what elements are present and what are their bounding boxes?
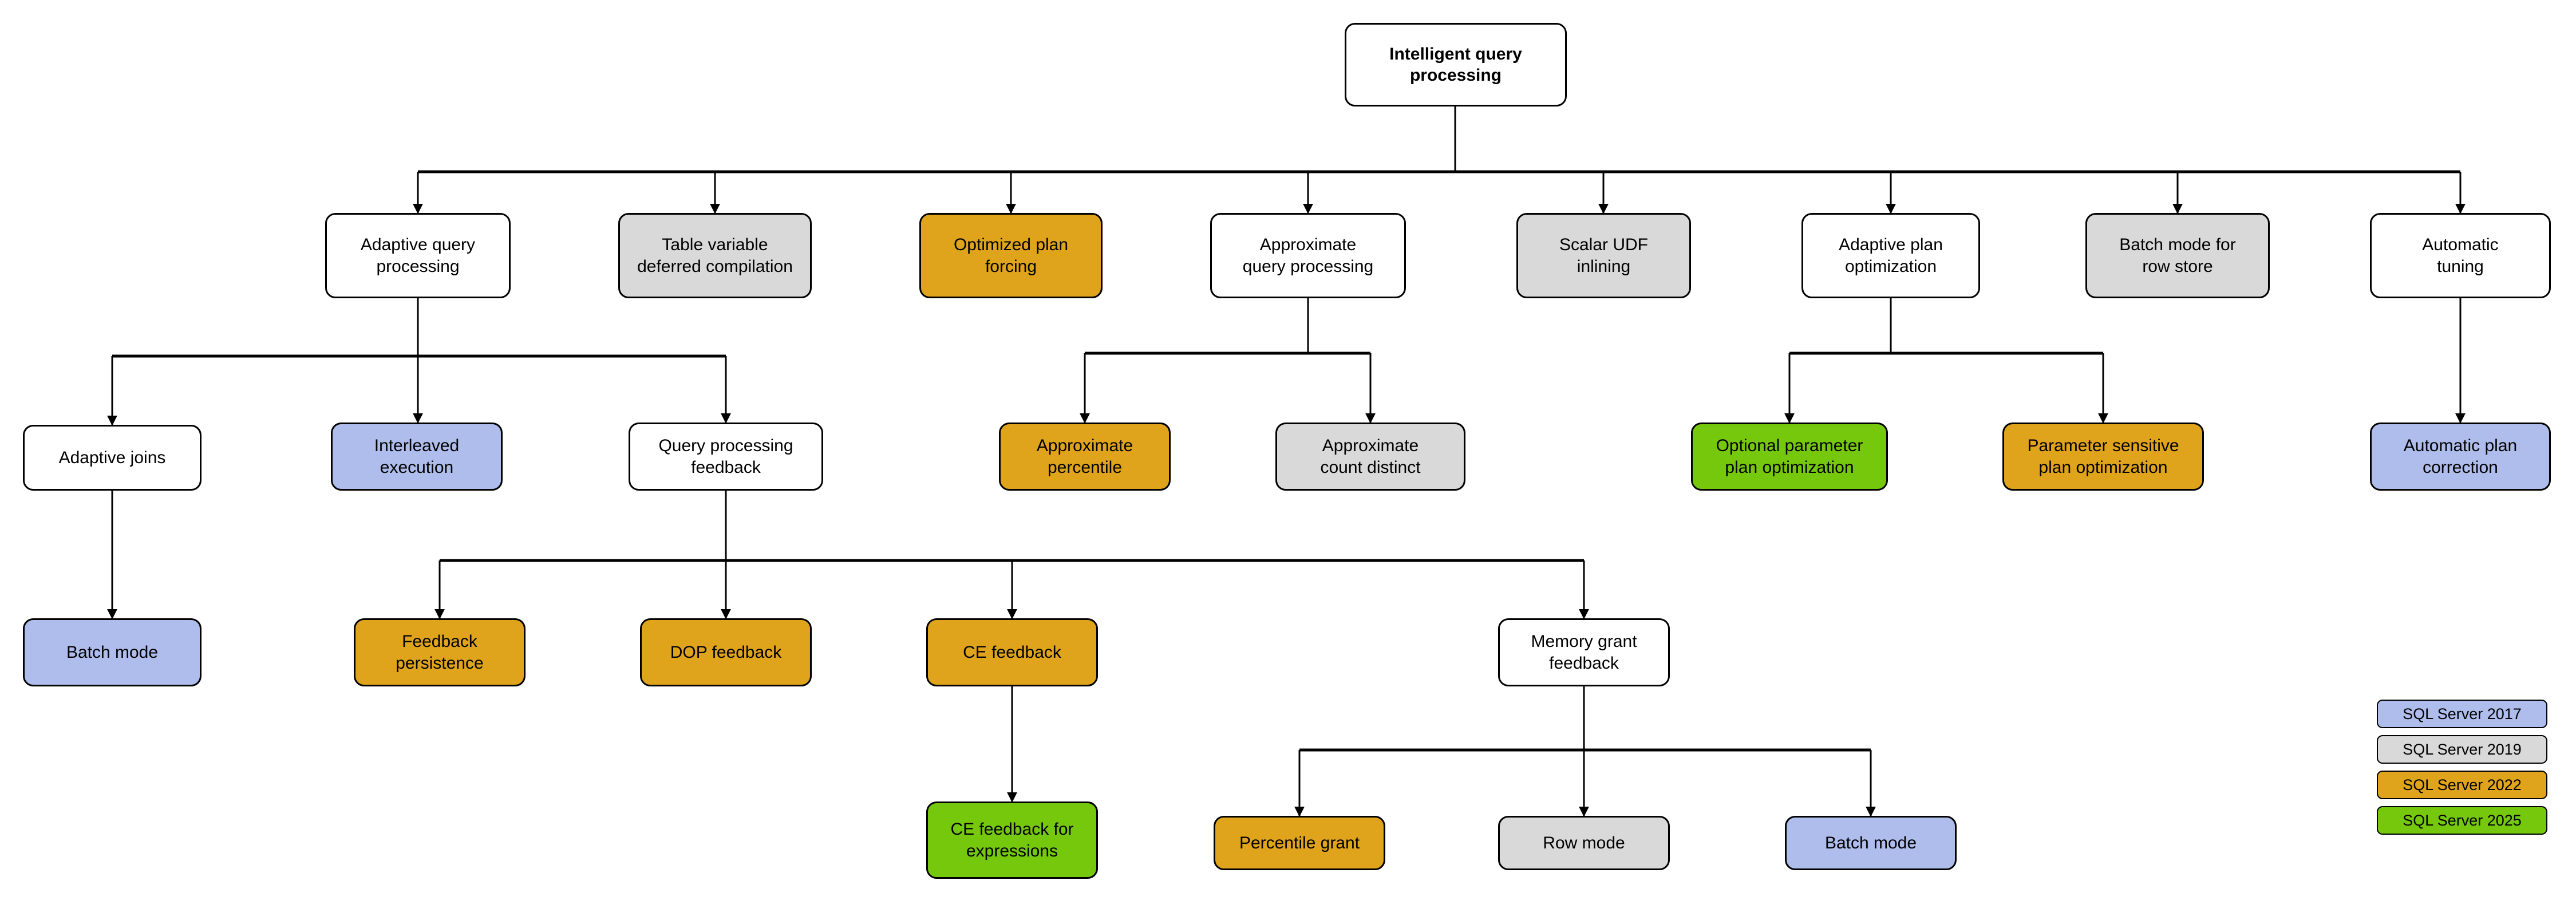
node-percentile-grant[interactable]: Percentile grant bbox=[1214, 816, 1385, 870]
node-adaptive-joins[interactable]: Adaptive joins bbox=[23, 425, 202, 491]
node-row-mode[interactable]: Row mode bbox=[1498, 816, 1670, 870]
node-query-processing-feedback[interactable]: Query processing feedback bbox=[629, 423, 823, 491]
node-table-variable-deferred-compilation[interactable]: Table variable deferred compilation bbox=[618, 213, 812, 298]
legend-item-sql-server-2022[interactable]: SQL Server 2022 bbox=[2377, 771, 2547, 799]
node-batch-mode-for-row-store[interactable]: Batch mode for row store bbox=[2085, 213, 2270, 298]
node-batch-mode-adaptive-joins[interactable]: Batch mode bbox=[23, 618, 202, 686]
legend-item-sql-server-2019[interactable]: SQL Server 2019 bbox=[2377, 735, 2547, 764]
node-memory-grant-feedback[interactable]: Memory grant feedback bbox=[1498, 618, 1670, 686]
node-batch-mode-memory-grant[interactable]: Batch mode bbox=[1785, 816, 1957, 870]
node-ce-feedback[interactable]: CE feedback bbox=[926, 618, 1098, 686]
node-automatic-plan-correction[interactable]: Automatic plan correction bbox=[2370, 423, 2551, 491]
node-adaptive-plan-optimization[interactable]: Adaptive plan optimization bbox=[1801, 213, 1980, 298]
node-intelligent-query-processing[interactable]: Intelligent query processing bbox=[1345, 23, 1567, 106]
node-approximate-count-distinct[interactable]: Approximate count distinct bbox=[1275, 423, 1465, 491]
node-optional-parameter-plan-optimization[interactable]: Optional parameter plan optimization bbox=[1691, 423, 1888, 491]
node-interleaved-execution[interactable]: Interleaved execution bbox=[331, 423, 503, 491]
node-optimized-plan-forcing[interactable]: Optimized plan forcing bbox=[919, 213, 1103, 298]
node-approximate-percentile[interactable]: Approximate percentile bbox=[999, 423, 1171, 491]
node-ce-feedback-for-expressions[interactable]: CE feedback for expressions bbox=[926, 802, 1098, 879]
legend-item-sql-server-2017[interactable]: SQL Server 2017 bbox=[2377, 700, 2547, 728]
node-parameter-sensitive-plan-optimization[interactable]: Parameter sensitive plan optimization bbox=[2002, 423, 2204, 491]
node-feedback-persistence[interactable]: Feedback persistence bbox=[354, 618, 526, 686]
node-scalar-udf-inlining[interactable]: Scalar UDF inlining bbox=[1516, 213, 1691, 298]
node-dop-feedback[interactable]: DOP feedback bbox=[640, 618, 812, 686]
legend-item-sql-server-2025[interactable]: SQL Server 2025 bbox=[2377, 806, 2547, 835]
node-approximate-query-processing[interactable]: Approximate query processing bbox=[1210, 213, 1406, 298]
node-adaptive-query-processing[interactable]: Adaptive query processing bbox=[325, 213, 511, 298]
node-automatic-tuning[interactable]: Automatic tuning bbox=[2370, 213, 2551, 298]
